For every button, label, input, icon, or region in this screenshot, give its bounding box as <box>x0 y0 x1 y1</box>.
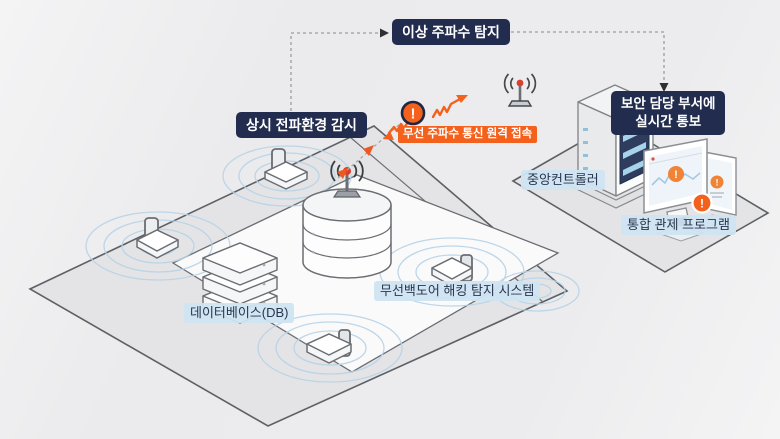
label-constant-rf-monitoring: 상시 전파환경 감시 <box>236 112 367 138</box>
svg-text:!: ! <box>700 197 704 211</box>
access-point-left-icon <box>136 217 179 259</box>
rogue-antenna-icon <box>503 73 537 107</box>
rogue-signal-path <box>337 122 402 179</box>
backdoor-sensor-icon <box>431 254 473 287</box>
label-rf-remote-access-alert: 무선 주파수 통신 원격 접속 <box>398 126 538 143</box>
svg-text:!: ! <box>411 106 416 123</box>
monitor-front-icon: ! ! <box>643 138 713 242</box>
label-backdoor-detection-system: 무선백도어 해킹 탐지 시스템 <box>374 281 541 301</box>
label-central-controller: 중앙컨트롤러 <box>521 170 605 190</box>
cylinder-server-icon <box>302 188 392 279</box>
label-security-team-notification-line2: 실시간 통보 <box>635 114 702 129</box>
label-integrated-control-program: 통합 관제 프로그램 <box>621 215 736 235</box>
flow-arrowheads <box>380 28 669 92</box>
svg-text:!: ! <box>674 169 678 181</box>
label-security-team-notification-line1: 보안 담당 부서에 <box>621 96 716 111</box>
label-database: 데이터베이스(DB) <box>184 303 295 323</box>
svg-text:!: ! <box>716 178 719 188</box>
warning-alert-icon: ! <box>400 100 426 126</box>
label-abnormal-frequency-detection: 이상 주파수 탐지 <box>392 19 510 45</box>
label-security-team-notification: 보안 담당 부서에 실시간 통보 <box>611 91 726 135</box>
flow-dashed-lines <box>290 31 665 111</box>
access-point-top-icon <box>264 148 308 190</box>
signal-squiggle-arrowheads <box>383 95 468 140</box>
bottom-sensor-icon <box>306 329 352 364</box>
